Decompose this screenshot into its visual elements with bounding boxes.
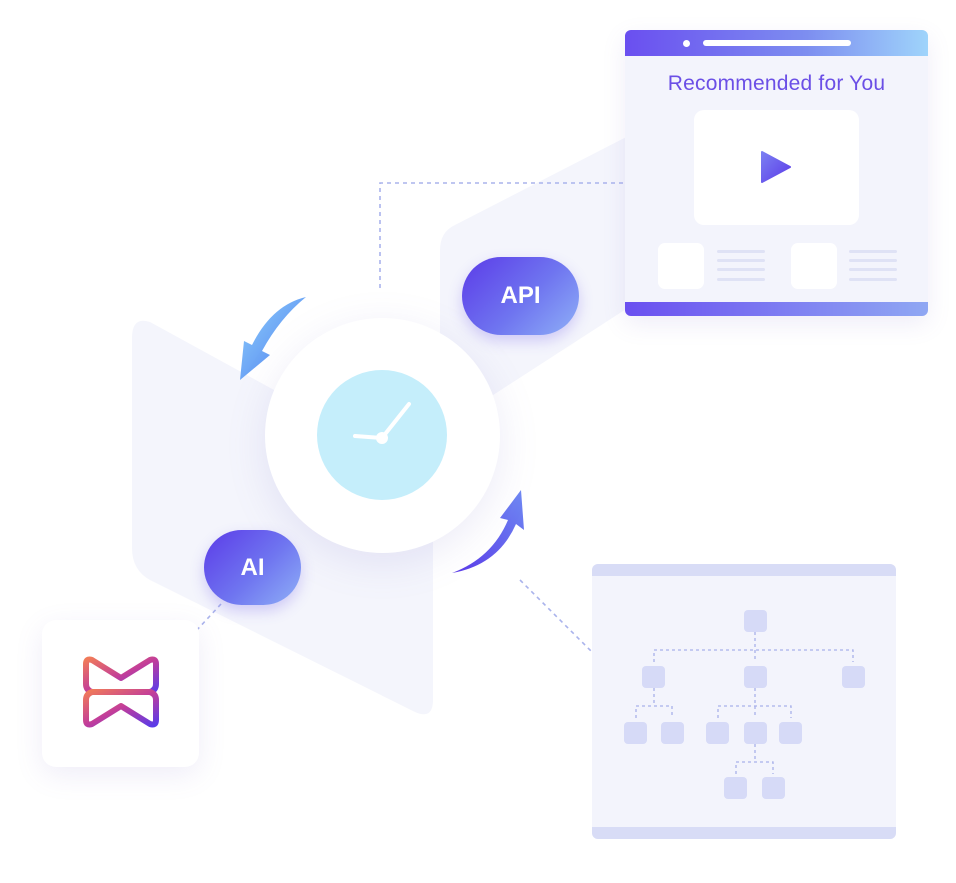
text-line	[849, 250, 897, 253]
tree-node[interactable]	[779, 722, 802, 744]
dashed-connector-top	[379, 182, 625, 288]
hierarchy-connectors	[635, 632, 854, 774]
list-item-thumbnail[interactable]	[791, 243, 837, 289]
address-bar	[703, 40, 851, 46]
clock-icon	[353, 402, 411, 444]
text-line	[717, 259, 765, 262]
tree-node-root[interactable]	[744, 610, 767, 632]
dashed-connector-tree	[519, 579, 593, 653]
tree-node[interactable]	[762, 777, 785, 799]
window-bottom-bar	[625, 302, 928, 316]
text-line	[717, 278, 765, 281]
text-line	[849, 268, 897, 271]
tree-node[interactable]	[842, 666, 865, 688]
window-dot	[683, 40, 690, 47]
api-badge: API	[462, 257, 579, 335]
card-top-bar	[592, 564, 896, 576]
hierarchy-card	[592, 564, 896, 839]
tree-node[interactable]	[642, 666, 665, 688]
logo-tile	[42, 620, 199, 767]
tree-node[interactable]	[706, 722, 729, 744]
ai-badge-label: AI	[240, 553, 265, 581]
recommendation-title: Recommended for You	[667, 72, 886, 95]
ai-badge: AI	[204, 530, 301, 605]
text-line	[849, 278, 897, 281]
api-badge-label: API	[500, 282, 541, 309]
arrow-curve-blue	[240, 297, 306, 380]
butterfly-logo-icon	[83, 656, 159, 728]
arrow-curve-purple	[452, 490, 524, 573]
tree-node[interactable]	[744, 722, 767, 744]
tree-node[interactable]	[624, 722, 647, 744]
card-bottom-bar	[592, 827, 896, 839]
tree-node[interactable]	[744, 666, 767, 688]
dashed-connector-ai-logo	[195, 603, 222, 632]
window-title-bar	[625, 30, 928, 56]
tree-node[interactable]	[661, 722, 684, 744]
list-item-thumbnail[interactable]	[658, 243, 704, 289]
text-line	[717, 250, 765, 253]
clock-face	[317, 370, 447, 500]
text-line	[849, 259, 897, 262]
video-thumbnail[interactable]	[694, 110, 859, 225]
recommendation-window: Recommended for You	[625, 30, 928, 316]
clock-circle	[265, 318, 500, 553]
background-plane-left	[132, 320, 433, 715]
text-line	[717, 268, 765, 271]
tree-node[interactable]	[724, 777, 747, 799]
play-icon	[761, 151, 791, 183]
